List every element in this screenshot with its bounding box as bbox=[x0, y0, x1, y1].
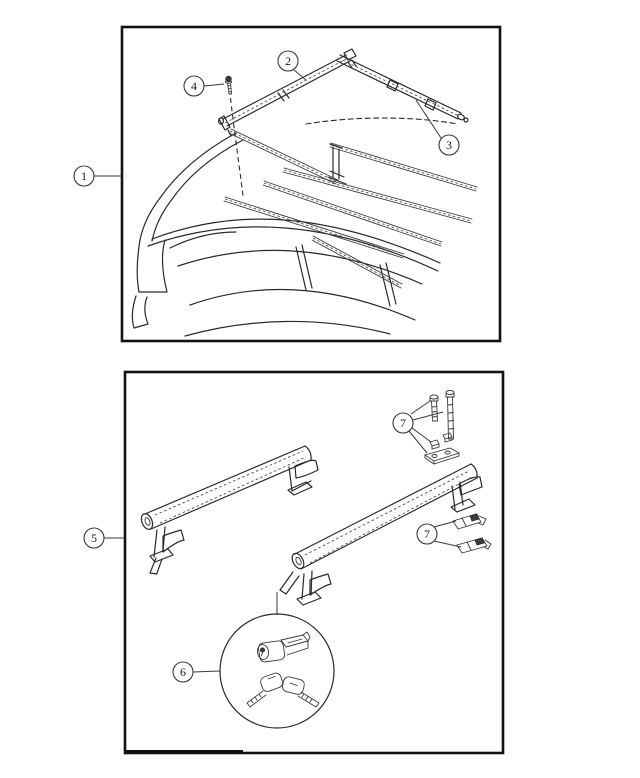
callout-number: 1 bbox=[81, 169, 87, 183]
keyhole bbox=[259, 647, 265, 653]
attaching-hardware-set bbox=[423, 390, 461, 465]
callout-circle[interactable] bbox=[416, 523, 438, 545]
retainer-straps bbox=[452, 513, 492, 554]
callout-number: 4 bbox=[191, 79, 197, 93]
keys bbox=[246, 672, 320, 708]
callout-circle[interactable] bbox=[438, 134, 460, 156]
callout-number: 7 bbox=[400, 416, 406, 430]
callout-number: 5 bbox=[91, 531, 97, 545]
roof-slat-strips bbox=[223, 128, 478, 289]
callout-circle[interactable] bbox=[172, 661, 194, 683]
callout-6[interactable]: 6 bbox=[172, 661, 221, 683]
callout-number: 2 bbox=[285, 54, 291, 68]
callout-circle[interactable] bbox=[73, 165, 95, 187]
callout-circle[interactable] bbox=[183, 75, 205, 97]
callout-circle[interactable] bbox=[83, 527, 105, 549]
figure-cross-bar-kit: 5 6 7 7 bbox=[83, 370, 505, 755]
callout-circle[interactable] bbox=[392, 412, 414, 434]
attaching-screw bbox=[224, 75, 244, 197]
lock-and-keys-detail bbox=[219, 613, 335, 729]
cross-bar-front bbox=[140, 445, 319, 575]
callout-2[interactable]: 2 bbox=[277, 50, 307, 81]
side-rail-right bbox=[327, 54, 469, 185]
callout-7-hardware[interactable]: 7 bbox=[392, 400, 444, 454]
cross-bar-rear bbox=[276, 463, 483, 615]
callout-number: 3 bbox=[446, 138, 452, 152]
callout-7-straps[interactable]: 7 bbox=[416, 520, 462, 548]
side-rail-left bbox=[218, 48, 357, 137]
callout-3[interactable]: 3 bbox=[415, 99, 460, 156]
figure-roof-rack-installed: 1 2 3 4 bbox=[73, 25, 502, 343]
callout-4[interactable]: 4 bbox=[183, 75, 225, 97]
callout-number: 7 bbox=[424, 527, 430, 541]
callout-circle[interactable] bbox=[277, 50, 299, 72]
callout-5[interactable]: 5 bbox=[83, 527, 125, 549]
figure1-border bbox=[120, 25, 502, 343]
lock-cylinder bbox=[257, 631, 311, 663]
vehicle-body-sketch bbox=[131, 117, 459, 337]
callout-1[interactable]: 1 bbox=[73, 165, 122, 187]
callout-number: 6 bbox=[180, 665, 186, 679]
